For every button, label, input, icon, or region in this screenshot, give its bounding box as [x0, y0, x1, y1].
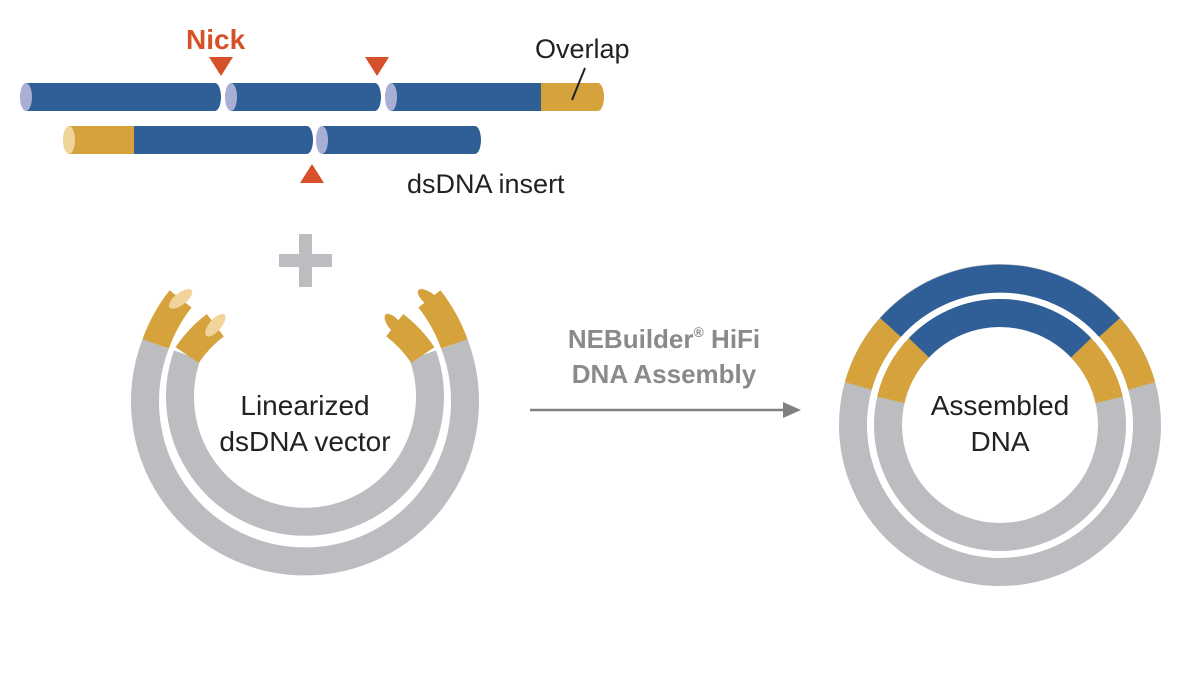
assembled-dna: [839, 264, 1161, 586]
insert-bottom-segment-1: [63, 126, 313, 154]
overlap-pointer: [571, 67, 586, 101]
reaction-arrow: [530, 402, 801, 418]
insert-label: dsDNA insert: [407, 169, 565, 199]
assembled-label-line2: DNA: [970, 426, 1029, 457]
assembled-label-line1: Assembled: [931, 390, 1070, 421]
insert-bottom-segment-2: [316, 126, 481, 154]
nick-marker-1: [209, 57, 233, 76]
nick-marker-3: [300, 164, 324, 183]
method-label-line2: DNA Assembly: [572, 359, 757, 389]
insert-top-segment-2: [225, 83, 381, 111]
linearized-vector: [131, 289, 479, 576]
vector-label-line2: dsDNA vector: [219, 426, 390, 457]
method-label-line1: NEBuilder® HiFi: [568, 324, 760, 354]
nick-marker-2: [365, 57, 389, 76]
vector-label-line1: Linearized: [240, 390, 369, 421]
insert-top-segment-1: [20, 83, 221, 111]
insert-top-strand: [20, 83, 604, 111]
nick-label: Nick: [186, 24, 246, 55]
overlap-label: Overlap: [535, 34, 630, 64]
plus-icon: [279, 234, 332, 287]
insert-bottom-strand: [63, 126, 481, 154]
insert-top-segment-3: [385, 83, 604, 111]
